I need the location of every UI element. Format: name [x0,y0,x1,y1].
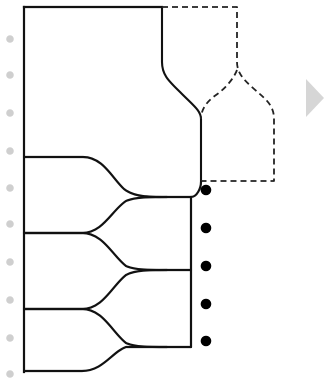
guide-dot [6,334,14,342]
lower-branch-5 [22,307,193,349]
lower-branch-3 [22,231,193,272]
lower-branch-4 [22,268,169,311]
terminal-dot [200,184,212,196]
guide-dot [6,296,14,304]
guide-dot [6,184,14,192]
terminal-dots [200,184,212,347]
guide-dot [6,370,14,378]
lower-branch-6 [22,345,169,373]
guide-dot [6,109,14,117]
guide-dot [6,147,14,155]
guide-dot [6,71,14,79]
terminal-dot [200,260,212,272]
upper-dashed-outline [162,6,275,182]
upper-splitter [160,5,275,184]
main-frame [22,5,164,374]
lower-branch-top [22,155,193,199]
lower-branches [22,155,203,373]
guide-dot [6,35,14,43]
guide-dot [6,220,14,228]
upper-solid-stem [160,5,203,184]
upper-dashed-inner-left-branch [200,69,238,120]
guide-dot [6,258,14,266]
terminal-dot [200,222,212,234]
lower-branch-2 [22,195,169,235]
upper-to-lower-connector [189,180,203,199]
right-triangle-arrow-icon [306,79,324,117]
terminal-dot [200,335,212,347]
left-guide-dots [6,35,14,378]
terminal-dot [200,298,212,310]
